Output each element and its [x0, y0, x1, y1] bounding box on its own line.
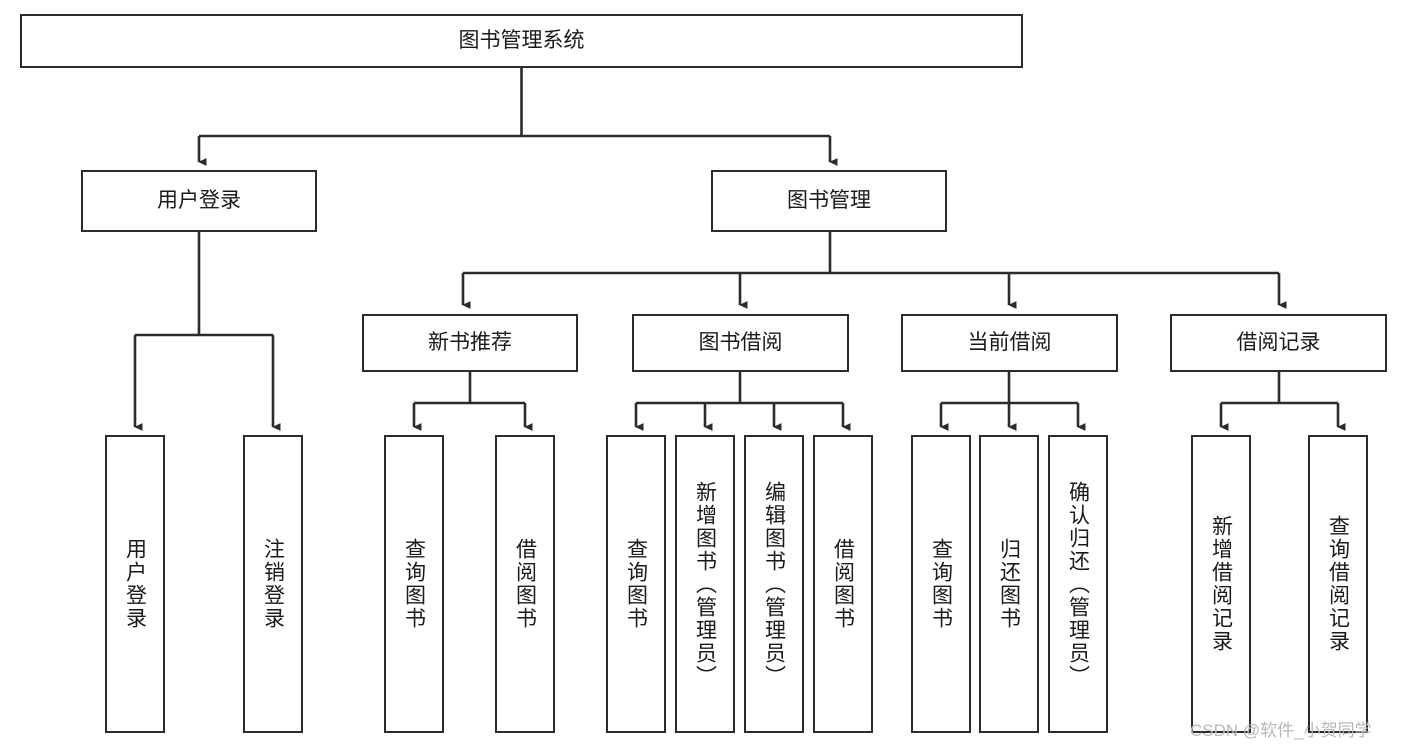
node-new-book-rec[interactable]: 新书推荐	[362, 314, 578, 372]
node-leaf-logout[interactable]: 注销登录	[243, 435, 303, 733]
node-current-borrow[interactable]: 当前借阅	[901, 314, 1118, 372]
node-root-label: 图书管理系统	[458, 28, 585, 52]
node-leaf-borrow-book-1-label: 借阅图书	[513, 538, 537, 630]
node-leaf-query-book-2-label: 查询图书	[624, 538, 648, 630]
node-new-book-rec-label: 新书推荐	[428, 330, 512, 354]
node-user-login-label: 用户登录	[157, 188, 241, 212]
node-leaf-edit-book-label: 编辑图书（管理员）	[762, 480, 786, 688]
node-borrow-record[interactable]: 借阅记录	[1170, 314, 1387, 372]
node-leaf-add-book[interactable]: 新增图书（管理员）	[675, 435, 735, 733]
node-leaf-return-book-label: 归还图书	[997, 538, 1021, 630]
node-leaf-borrow-book-2-label: 借阅图书	[831, 538, 855, 630]
node-leaf-query-book-2[interactable]: 查询图书	[606, 435, 666, 733]
node-current-borrow-label: 当前借阅	[967, 330, 1052, 354]
node-leaf-confirm-return[interactable]: 确认归还（管理员）	[1048, 435, 1108, 733]
node-leaf-query-book-1-label: 查询图书	[402, 538, 426, 630]
node-borrow-record-label: 借阅记录	[1236, 330, 1321, 354]
node-leaf-confirm-return-label: 确认归还（管理员）	[1066, 480, 1090, 688]
node-leaf-user-login-label: 用户登录	[123, 538, 147, 630]
node-leaf-query-book-1[interactable]: 查询图书	[384, 435, 444, 733]
node-book-manage-label: 图书管理	[787, 188, 871, 212]
node-leaf-query-record-label: 查询借阅记录	[1326, 515, 1350, 653]
node-user-login[interactable]: 用户登录	[81, 170, 317, 232]
node-leaf-add-book-label: 新增图书（管理员）	[693, 480, 717, 688]
node-leaf-add-record[interactable]: 新增借阅记录	[1191, 435, 1251, 733]
node-book-manage[interactable]: 图书管理	[711, 170, 947, 232]
node-leaf-query-book-3[interactable]: 查询图书	[911, 435, 971, 733]
node-leaf-query-record[interactable]: 查询借阅记录	[1308, 435, 1368, 733]
node-leaf-add-record-label: 新增借阅记录	[1209, 515, 1233, 653]
node-leaf-borrow-book-1[interactable]: 借阅图书	[495, 435, 555, 733]
node-leaf-borrow-book-2[interactable]: 借阅图书	[813, 435, 873, 733]
node-leaf-logout-label: 注销登录	[261, 538, 285, 630]
node-leaf-user-login[interactable]: 用户登录	[105, 435, 165, 733]
node-book-borrow[interactable]: 图书借阅	[632, 314, 849, 372]
node-root[interactable]: 图书管理系统	[20, 14, 1023, 68]
node-leaf-edit-book[interactable]: 编辑图书（管理员）	[744, 435, 804, 733]
node-leaf-return-book[interactable]: 归还图书	[979, 435, 1039, 733]
node-leaf-query-book-3-label: 查询图书	[929, 538, 953, 630]
node-book-borrow-label: 图书借阅	[698, 330, 783, 354]
